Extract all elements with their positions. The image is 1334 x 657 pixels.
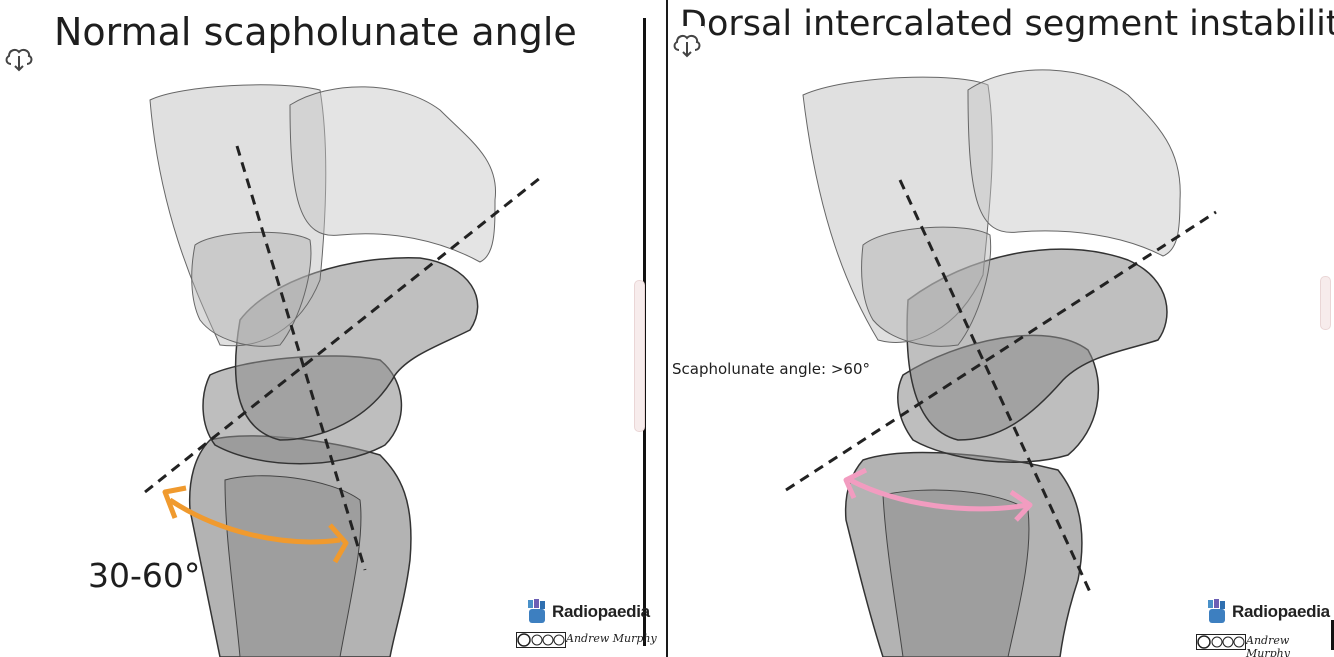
panel-divider — [666, 0, 668, 657]
angle-arrow — [848, 477, 1029, 512]
lunate-axis-line — [898, 179, 1092, 593]
scrollbar-track[interactable] — [1331, 620, 1334, 650]
radiopaedia-logo-icon — [528, 599, 545, 623]
radiopaedia-logo-icon — [1208, 599, 1225, 623]
hamate-bone — [289, 86, 497, 263]
author-signature: Andrew Murphy — [1246, 634, 1290, 657]
trapezoid-bone — [861, 226, 992, 347]
wrist-diagram-disi — [785, 69, 1217, 657]
arrowhead-end — [328, 523, 349, 564]
angle-label: Scapholunate angle: >60° — [672, 360, 871, 378]
page-title: Dorsal intercalated segment instability — [680, 4, 1334, 44]
trapezoid-bone — [191, 231, 312, 347]
scaphoid-bone — [906, 248, 1168, 441]
panel-normal: Normal scapholunate angle 30-60° Radiopa… — [0, 0, 666, 657]
scaphoid-bone — [234, 257, 479, 441]
page-title: Normal scapholunate angle — [54, 10, 577, 54]
cloud-download-icon[interactable] — [2, 40, 36, 74]
ulna-overlap — [224, 475, 362, 657]
scrollbar-thumb[interactable] — [634, 280, 645, 432]
creative-commons-by-nc-sa-icon — [1196, 634, 1246, 650]
arrowhead-start — [843, 467, 868, 500]
brand-name: Radiopaedia — [1232, 602, 1330, 621]
scrollbar-thumb[interactable] — [1320, 276, 1331, 330]
ulna-overlap — [882, 489, 1030, 657]
author-signature: Andrew Murphy — [566, 632, 657, 645]
brand-name: Radiopaedia — [552, 602, 650, 621]
wrist-diagram-normal — [144, 84, 541, 657]
cloud-download-icon[interactable] — [670, 26, 704, 60]
hamate-bone — [967, 69, 1181, 257]
arrowhead-start — [162, 485, 187, 519]
angle-arrow — [168, 497, 341, 545]
creative-commons-by-nc-sa-icon — [516, 632, 566, 648]
radiopaedia-brand: Radiopaedia — [526, 598, 650, 626]
radiopaedia-brand: Radiopaedia — [1206, 598, 1330, 626]
scaphoid-axis-line — [785, 210, 1217, 492]
lunate-axis-line — [235, 145, 367, 571]
arrowhead-end — [1009, 489, 1033, 522]
panel-disi: Dorsal intercalated segment instability … — [668, 0, 1334, 657]
angle-label: 30-60° — [88, 556, 201, 595]
capitate-bone — [149, 84, 327, 347]
